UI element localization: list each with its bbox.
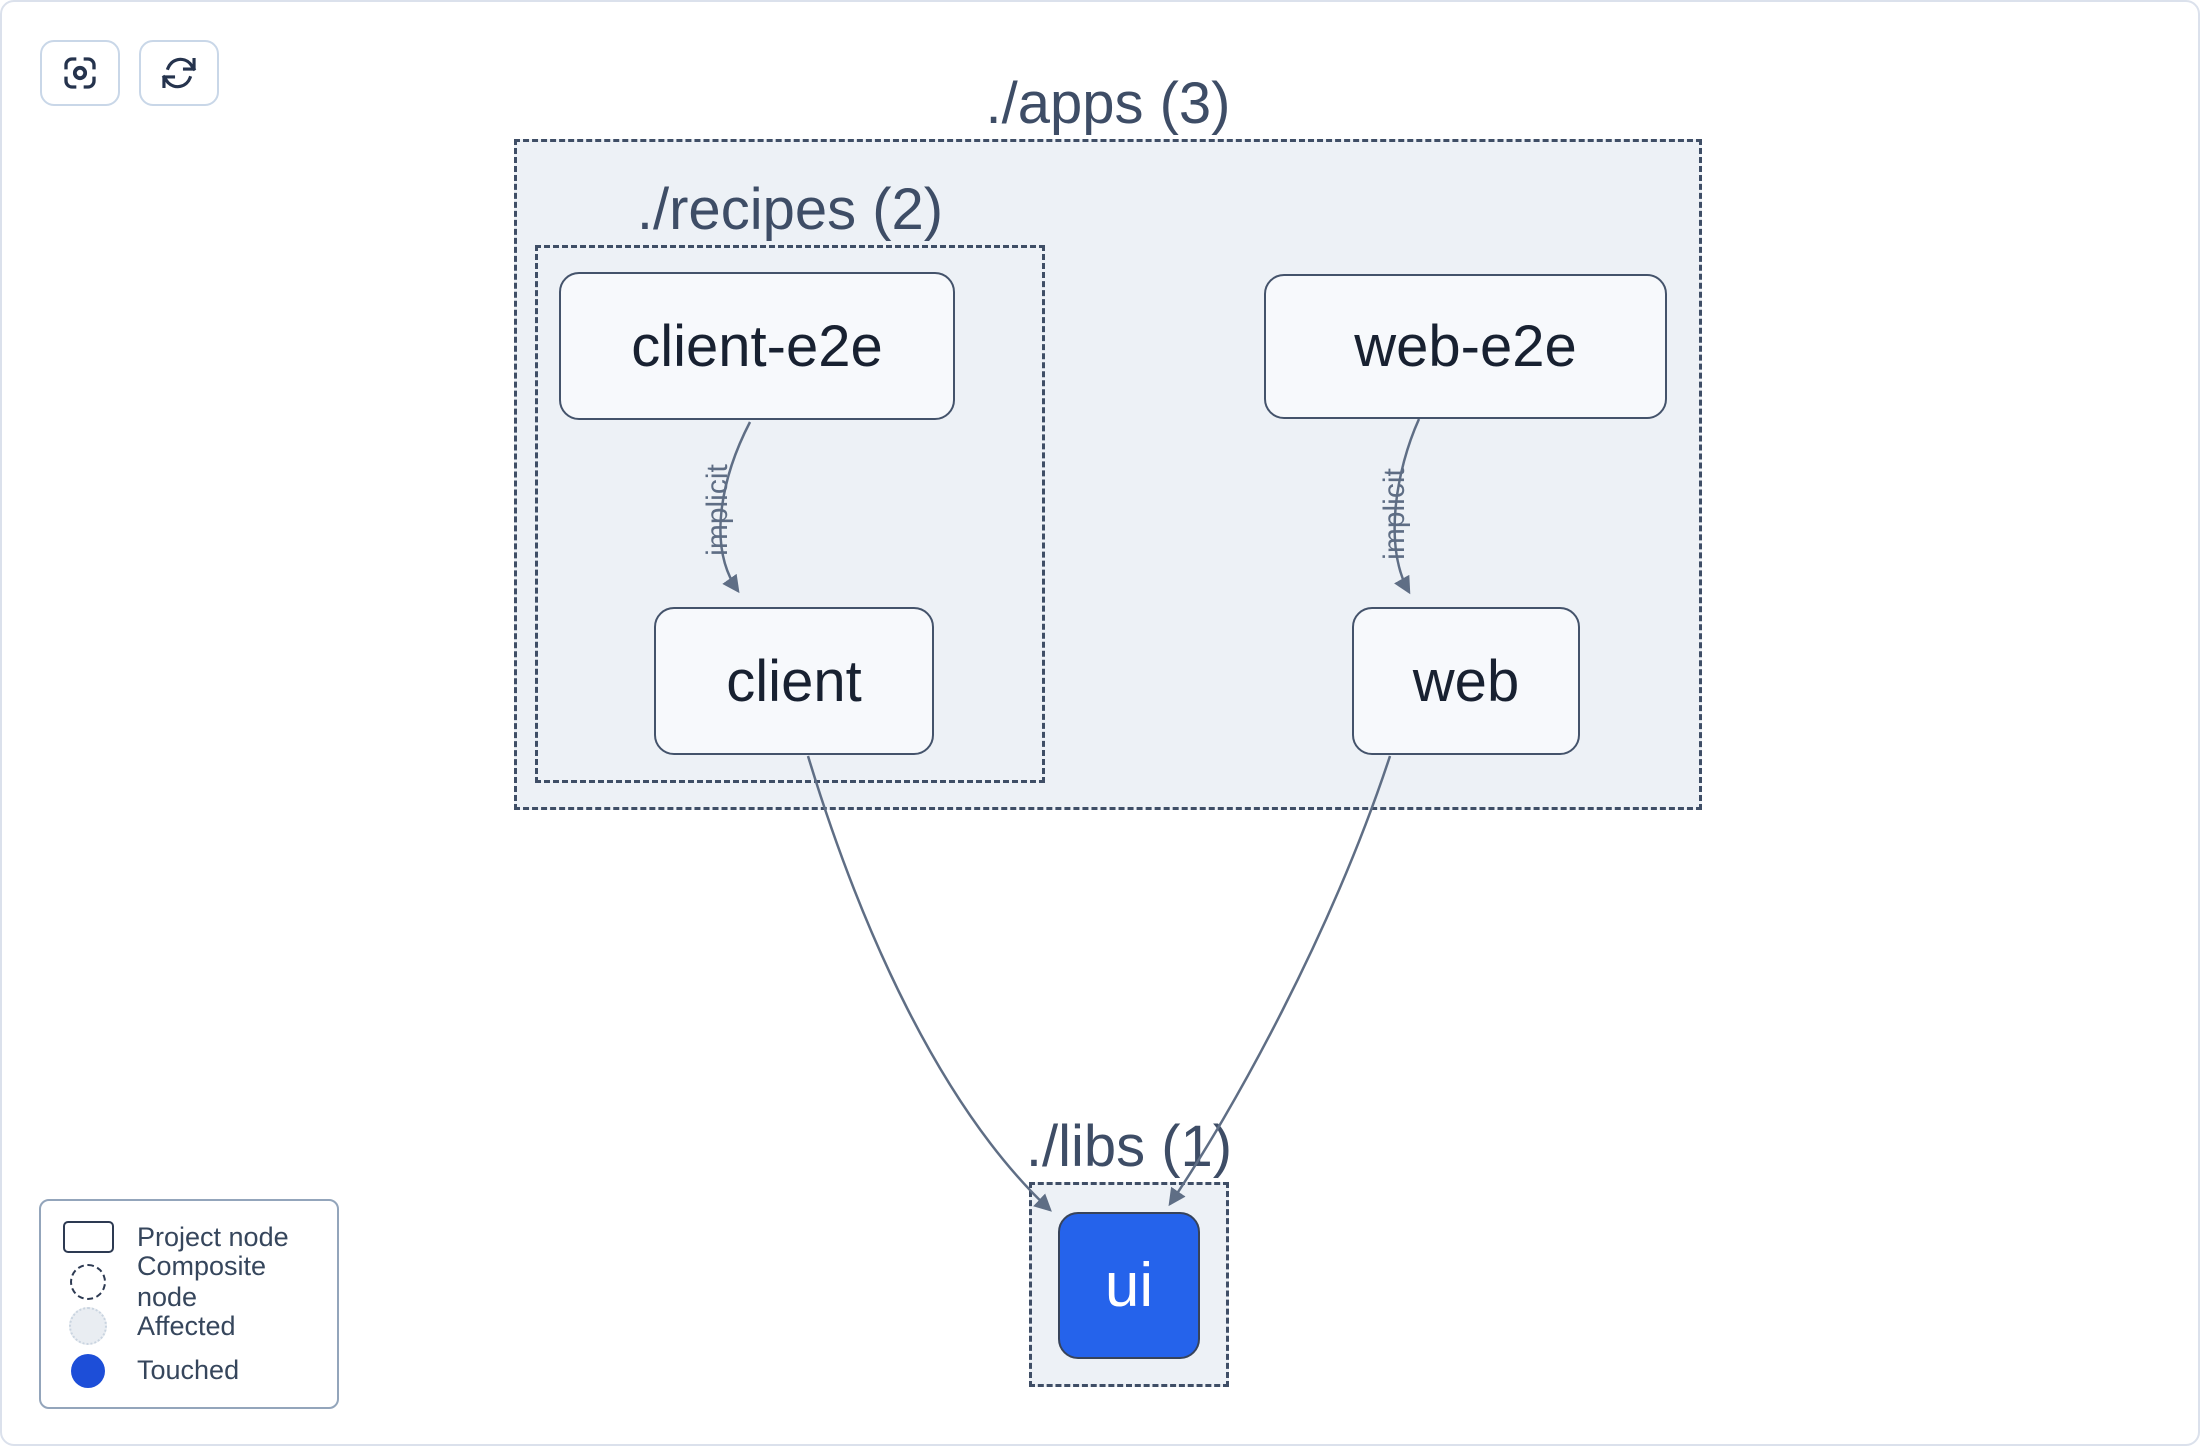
refresh-icon — [161, 57, 197, 89]
node-client-e2e[interactable]: client-e2e — [559, 272, 955, 420]
group-label-libs: ./libs (1) — [1025, 1114, 1233, 1179]
node-ui[interactable]: ui — [1058, 1212, 1200, 1359]
project-node-swatch — [57, 1221, 119, 1253]
legend-item-project-node: Project node — [57, 1215, 321, 1259]
legend-label: Affected — [137, 1310, 236, 1341]
node-web-e2e[interactable]: web-e2e — [1264, 274, 1667, 419]
edge-web-e2e-to-web[interactable] — [1393, 418, 1421, 595]
node-client[interactable]: client — [654, 607, 934, 755]
edge-client-e2e-to-client[interactable] — [719, 421, 752, 594]
legend-item-composite-node: Composite node — [57, 1251, 321, 1312]
edge-label-implicit-web: implicit — [1378, 468, 1411, 560]
group-label-apps: ./apps (3) — [985, 71, 1231, 136]
edge-label-implicit-client: implicit — [701, 464, 734, 556]
legend-item-affected: Affected — [57, 1304, 321, 1348]
affected-swatch — [57, 1307, 119, 1346]
group-label-recipes: ./recipes (2) — [636, 177, 944, 242]
edge-web-to-ui[interactable] — [1168, 755, 1392, 1207]
center-graph-button[interactable] — [40, 40, 120, 106]
edge-client-to-ui[interactable] — [806, 755, 1052, 1212]
legend-label: Project node — [137, 1221, 289, 1252]
legend-label: Composite node — [137, 1250, 267, 1312]
legend-panel: Project node Composite node Affected Tou… — [39, 1199, 339, 1409]
crosshair-focus-icon — [64, 57, 96, 89]
refresh-graph-button[interactable] — [139, 40, 219, 106]
legend-label: Touched — [137, 1355, 240, 1386]
legend-item-touched: Touched — [57, 1349, 321, 1393]
node-web[interactable]: web — [1352, 607, 1580, 755]
composite-node-swatch — [57, 1263, 119, 1300]
touched-swatch — [57, 1353, 119, 1388]
